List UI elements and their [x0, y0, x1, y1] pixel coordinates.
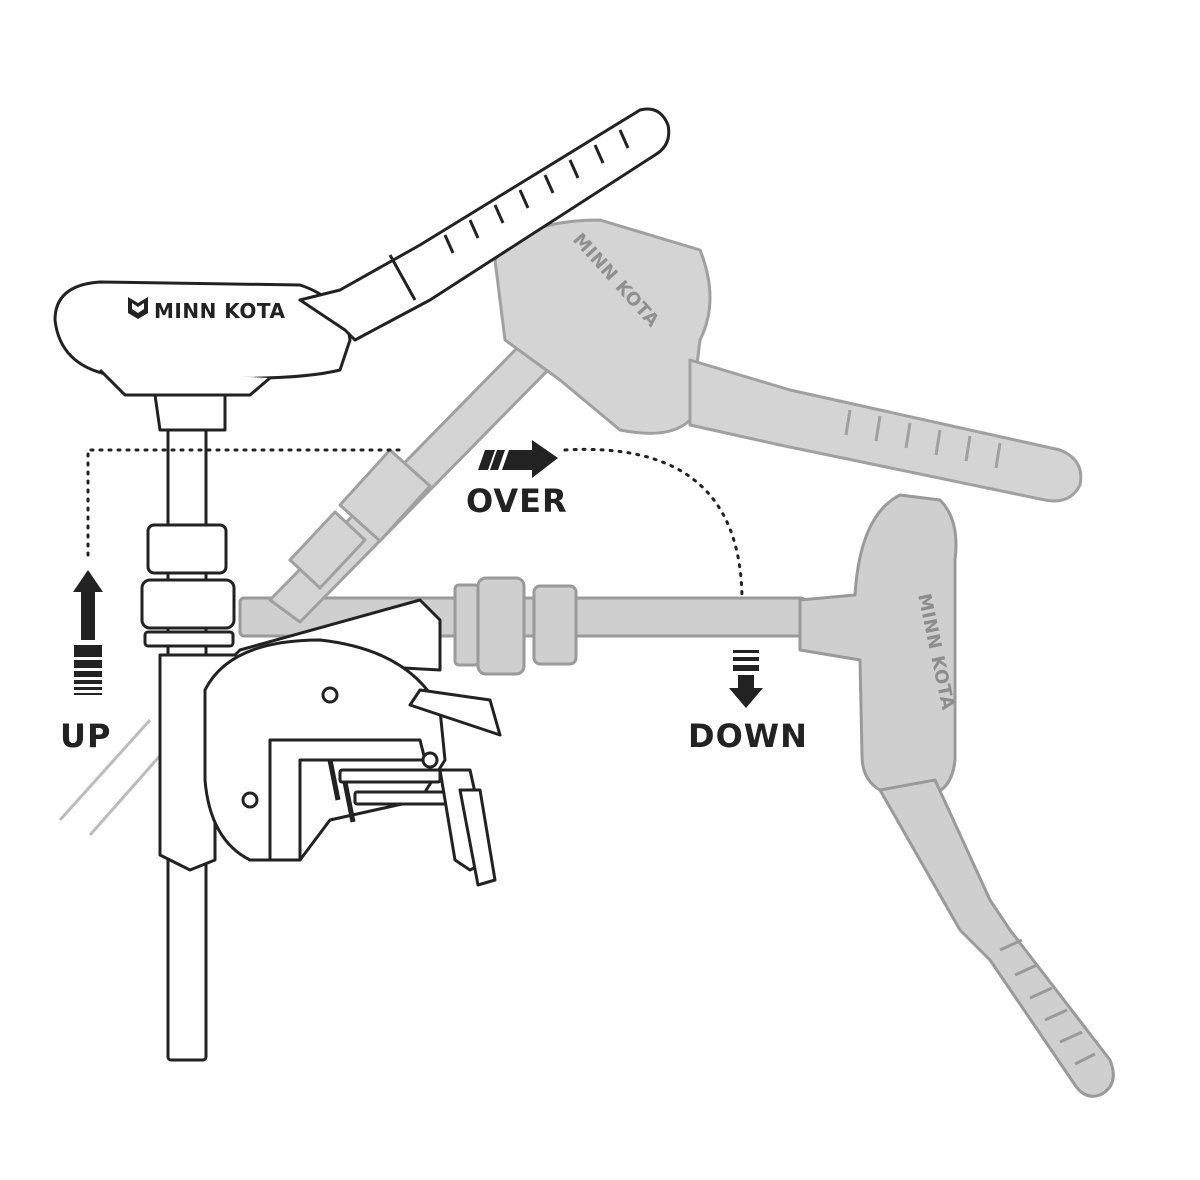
front-brand: MINN KOTA [154, 299, 285, 323]
over-label: OVER [466, 482, 568, 520]
up-label: UP [60, 717, 111, 755]
arrow-right-icon [478, 440, 558, 478]
motion-paths [86, 447, 744, 600]
minn-kota-logo-icon [128, 297, 148, 319]
front-motor [53, 107, 671, 1062]
ghost-motor-mid [268, 218, 1083, 624]
arrow-down-icon [729, 650, 763, 708]
arrow-up-icon [73, 570, 103, 695]
down-label: DOWN [688, 717, 808, 755]
